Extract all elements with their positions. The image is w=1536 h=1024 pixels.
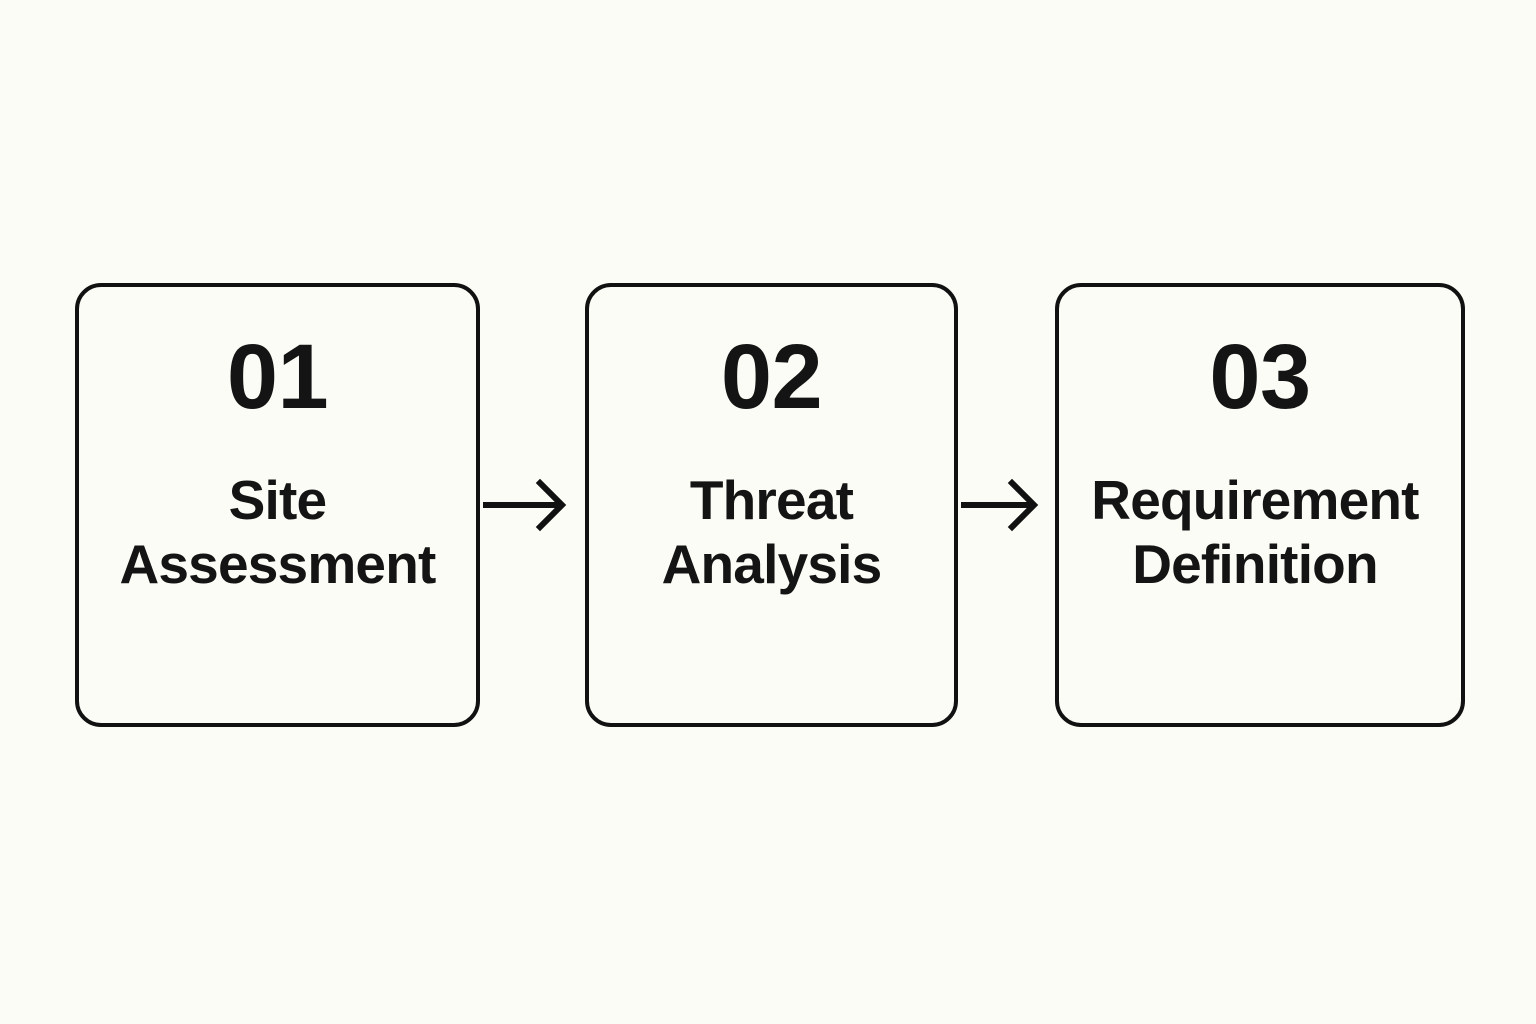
connector-02-to-03 — [958, 472, 1055, 538]
step-number-02: 02 — [720, 326, 823, 428]
step-label-03-line-1: Requirement — [1091, 469, 1419, 531]
arrow-right-icon — [483, 478, 567, 532]
connector-01-to-02 — [480, 472, 585, 538]
process-step-card-03[interactable]: 03 Requirement Definition — [1055, 283, 1465, 727]
step-label-03-line-2: Definition — [1132, 532, 1378, 595]
step-label-03: Requirement Definition — [1040, 469, 1470, 597]
arrow-right-icon — [961, 478, 1039, 532]
step-label-01-line-2: Assessment — [119, 532, 436, 595]
step-label-01-line-1: Site — [228, 469, 327, 531]
step-label-02-line-1: Threat — [689, 469, 854, 531]
process-step-card-02[interactable]: 02 Threat Analysis — [585, 283, 958, 727]
step-number-01: 01 — [226, 326, 329, 428]
step-label-02-line-2: Analysis — [661, 532, 883, 595]
step-number-03: 03 — [1209, 326, 1311, 428]
process-step-card-01[interactable]: 01 Site Assessment — [75, 283, 480, 727]
step-label-01: Site Assessment — [119, 469, 436, 597]
step-label-02: Threat Analysis — [661, 469, 883, 597]
